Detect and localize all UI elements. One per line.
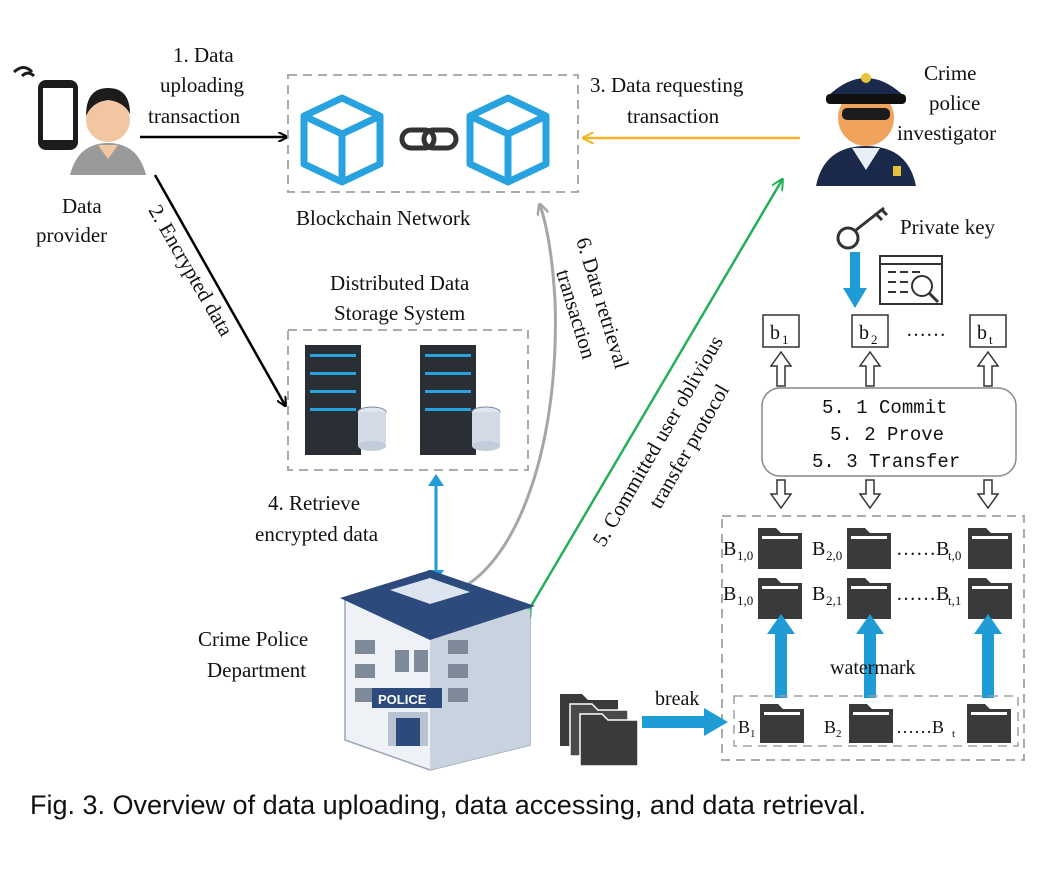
folder-icon-Bt0-row0 — [968, 528, 1012, 569]
step1-label-2: uploading — [160, 73, 244, 97]
folder-icon-Bt — [967, 704, 1011, 743]
decrypt-icon — [879, 255, 943, 305]
step3-label-1: 3. Data requesting — [590, 73, 744, 97]
police-sign: POLICE — [378, 692, 427, 707]
Bt0-row0-label: ……B — [896, 538, 949, 560]
step4-label-2: encrypted data — [255, 522, 379, 546]
step1-label-3: transaction — [148, 104, 241, 128]
Bt0-row0-sub: t,0 — [948, 548, 961, 563]
B21-row1-sub: 2,1 — [826, 593, 842, 608]
B1-label: B — [738, 717, 750, 737]
B10-row1-label: B — [723, 583, 736, 605]
blockchain-block-icon-1 — [300, 94, 384, 186]
b2-label: b — [859, 322, 869, 344]
key-icon — [836, 206, 889, 250]
bt-sub: t — [989, 332, 993, 347]
hollow-arrows-down — [769, 479, 1000, 510]
step2-label: 2. Encrypted data — [144, 201, 239, 341]
watermark-arrows — [767, 614, 1002, 698]
blockchain-network-box — [287, 74, 579, 193]
folder-icon-B1 — [760, 704, 804, 743]
b1-box — [762, 314, 800, 348]
step4-arrow — [428, 474, 444, 582]
original-blocks-box — [733, 695, 1019, 747]
folder-icon-Bt1-row1 — [968, 578, 1012, 619]
key-arrow-head — [843, 288, 867, 308]
storage-label-2: Storage System — [334, 301, 465, 325]
b2-box — [851, 314, 889, 348]
blockchain-network-label: Blockchain Network — [296, 206, 471, 230]
folder-icon-B10-row1 — [758, 578, 802, 619]
storage-label-1: Distributed Data — [330, 271, 470, 295]
investigator-label-1: Crime — [924, 61, 977, 85]
B10-row1-sub: 1,0 — [737, 593, 753, 608]
step4-label-1: 4. Retrieve — [268, 491, 360, 515]
Bt-label: ……B — [896, 717, 944, 737]
b1-sub: 1 — [782, 332, 789, 347]
storage-system-box — [287, 329, 529, 471]
B20-row0-label: B — [812, 538, 825, 560]
transfer-label: 5. 3 Transfer — [812, 451, 960, 473]
step1-label-1: 1. Data — [173, 43, 234, 67]
police-investigator-icon — [816, 73, 916, 186]
B2-label: B — [824, 717, 836, 737]
commit-label: 5. 1 Commit — [822, 397, 947, 419]
bt-box — [969, 314, 1007, 348]
step2-arrow — [153, 174, 285, 405]
watermark-label: watermark — [830, 657, 916, 679]
Bt1-row1-sub: t,1 — [948, 593, 961, 608]
chain-link-icon — [399, 127, 459, 151]
B2-sub: 2 — [836, 728, 842, 740]
investigator-label-3: investigator — [897, 121, 996, 145]
break-arrow — [642, 708, 728, 736]
server-icon-1 — [305, 345, 387, 455]
prove-label: 5. 2 Prove — [830, 424, 944, 446]
department-label-1: Crime Police — [198, 627, 308, 651]
B1-sub: 1 — [750, 728, 756, 740]
data-provider-label-2: provider — [36, 223, 107, 247]
blockchain-block-icon-2 — [466, 94, 550, 186]
department-label-2: Department — [207, 658, 306, 682]
B20-row0-sub: 2,0 — [826, 548, 842, 563]
data-provider-icon — [12, 66, 146, 175]
stacked-folders-icon — [560, 694, 639, 767]
Bt1-row1-label: ……B — [896, 583, 949, 605]
step5-label-1: 5. Committed user oblivious — [588, 331, 728, 550]
folder-icon-B20-row0 — [847, 528, 891, 569]
b-dots: …… — [906, 319, 946, 341]
break-label: break — [655, 688, 699, 710]
b2-sub: 2 — [871, 332, 878, 347]
step3-label-2: transaction — [627, 104, 720, 128]
B10-row0-label: B — [723, 538, 736, 560]
data-provider-label-1: Data — [62, 194, 102, 218]
folder-icon-B10-row0 — [758, 528, 802, 569]
bt-label: b — [977, 322, 987, 344]
hollow-arrows-up — [769, 350, 1000, 387]
police-department-icon: POLICE — [340, 570, 535, 771]
figure-caption: Fig. 3. Overview of data uploading, data… — [30, 790, 866, 820]
protocol-box — [761, 387, 1017, 477]
B10-row0-sub: 1,0 — [737, 548, 753, 563]
blocks-box — [721, 515, 1025, 761]
private-key-label: Private key — [900, 215, 996, 239]
server-icon-2 — [420, 345, 501, 455]
investigator-label-2: police — [929, 91, 980, 115]
folder-icon-B21-row1 — [847, 578, 891, 619]
folder-icon-B2 — [849, 704, 893, 743]
B21-row1-label: B — [812, 583, 825, 605]
step5-arrow — [530, 180, 782, 608]
b1-label: b — [770, 322, 780, 344]
Bt-sub: t — [952, 728, 955, 740]
